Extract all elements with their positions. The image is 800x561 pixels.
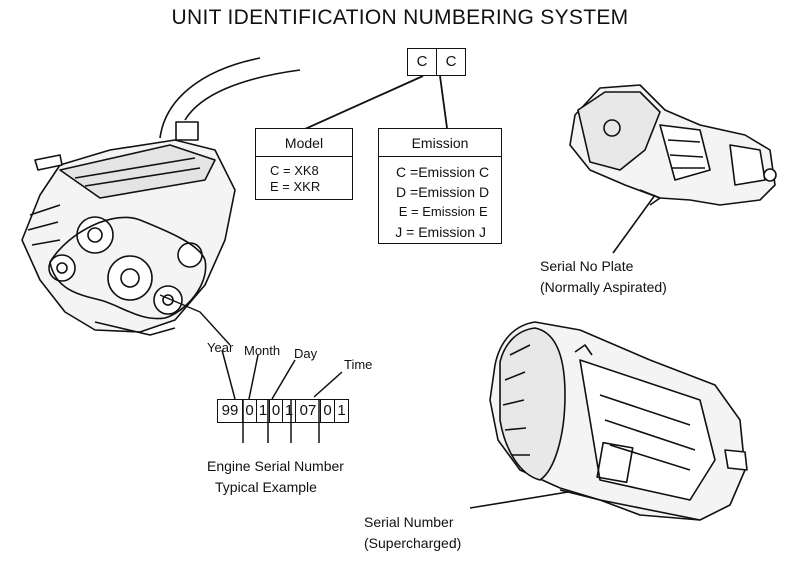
emission-row: E = Emission E [379, 202, 501, 222]
serial-label-month: Month [244, 343, 281, 358]
transmission-sc-caption-line2: (Supercharged) [364, 535, 462, 551]
emission-key: J = Emission [395, 224, 475, 240]
page-title: UNIT IDENTIFICATION NUMBERING SYSTEM [171, 6, 629, 29]
emission-value: C [479, 164, 490, 180]
transmission-na-caption-line1: Serial No Plate [540, 258, 634, 274]
emission-box: Emission C =Emission C D =Emission D E =… [378, 128, 502, 244]
model-line: C = XK8 [270, 163, 319, 178]
code-letter-emission: C [436, 49, 465, 75]
serial-label-day: Day [294, 346, 318, 361]
engine-serial-boxes: 99 0 1 0 1 07 0 1 [217, 399, 349, 423]
engine-illustration [21, 57, 301, 346]
model-heading: Model [256, 129, 352, 157]
emission-key: D =Emission [396, 184, 475, 200]
serial-label-year: Year [207, 340, 234, 355]
serial-leader-lines [221, 349, 343, 443]
transmission-sc-caption: Serial Number (Supercharged) [364, 512, 461, 554]
emission-heading: Emission [379, 129, 501, 157]
emission-row: D =Emission D [379, 182, 501, 202]
transmission-sc-illustration [469, 321, 748, 521]
emission-value: D [479, 184, 490, 200]
emission-value: E [479, 204, 488, 219]
serial-digit: 0 [269, 400, 282, 422]
serial-digit: 1 [334, 400, 348, 422]
model-box: Model C = XK8 E = XKR [255, 128, 353, 200]
serial-digit: 0 [320, 400, 334, 422]
engine-serial-caption: Engine Serial Number Typical Example [207, 456, 344, 498]
serial-digit: 1 [256, 400, 269, 422]
engine-serial-caption-line2: Typical Example [215, 479, 317, 495]
engine-serial-caption-line1: Engine Serial Number [207, 458, 344, 474]
transmission-sc-caption-line1: Serial Number [364, 514, 454, 530]
code-letter-model: C [416, 53, 428, 70]
serial-digit: 0 [242, 400, 256, 422]
serial-digit: 99 [221, 402, 239, 419]
serial-digit: 07 [295, 400, 320, 422]
transmission-na-illustration [569, 84, 777, 254]
cc-leader-lines [304, 75, 448, 130]
emission-key: C =Emission [396, 164, 475, 180]
model-line: E = XKR [270, 179, 321, 194]
serial-label-time: Time [344, 357, 373, 372]
code-box: C C [407, 48, 466, 76]
serial-digit: 1 [282, 400, 295, 422]
emission-key: E = Emission [398, 204, 475, 219]
transmission-na-caption: Serial No Plate (Normally Aspirated) [540, 256, 667, 298]
emission-row: C =Emission C [379, 162, 501, 182]
transmission-na-caption-line2: (Normally Aspirated) [540, 279, 667, 295]
emission-row: J = Emission J [379, 222, 501, 242]
emission-value: J [479, 224, 486, 240]
